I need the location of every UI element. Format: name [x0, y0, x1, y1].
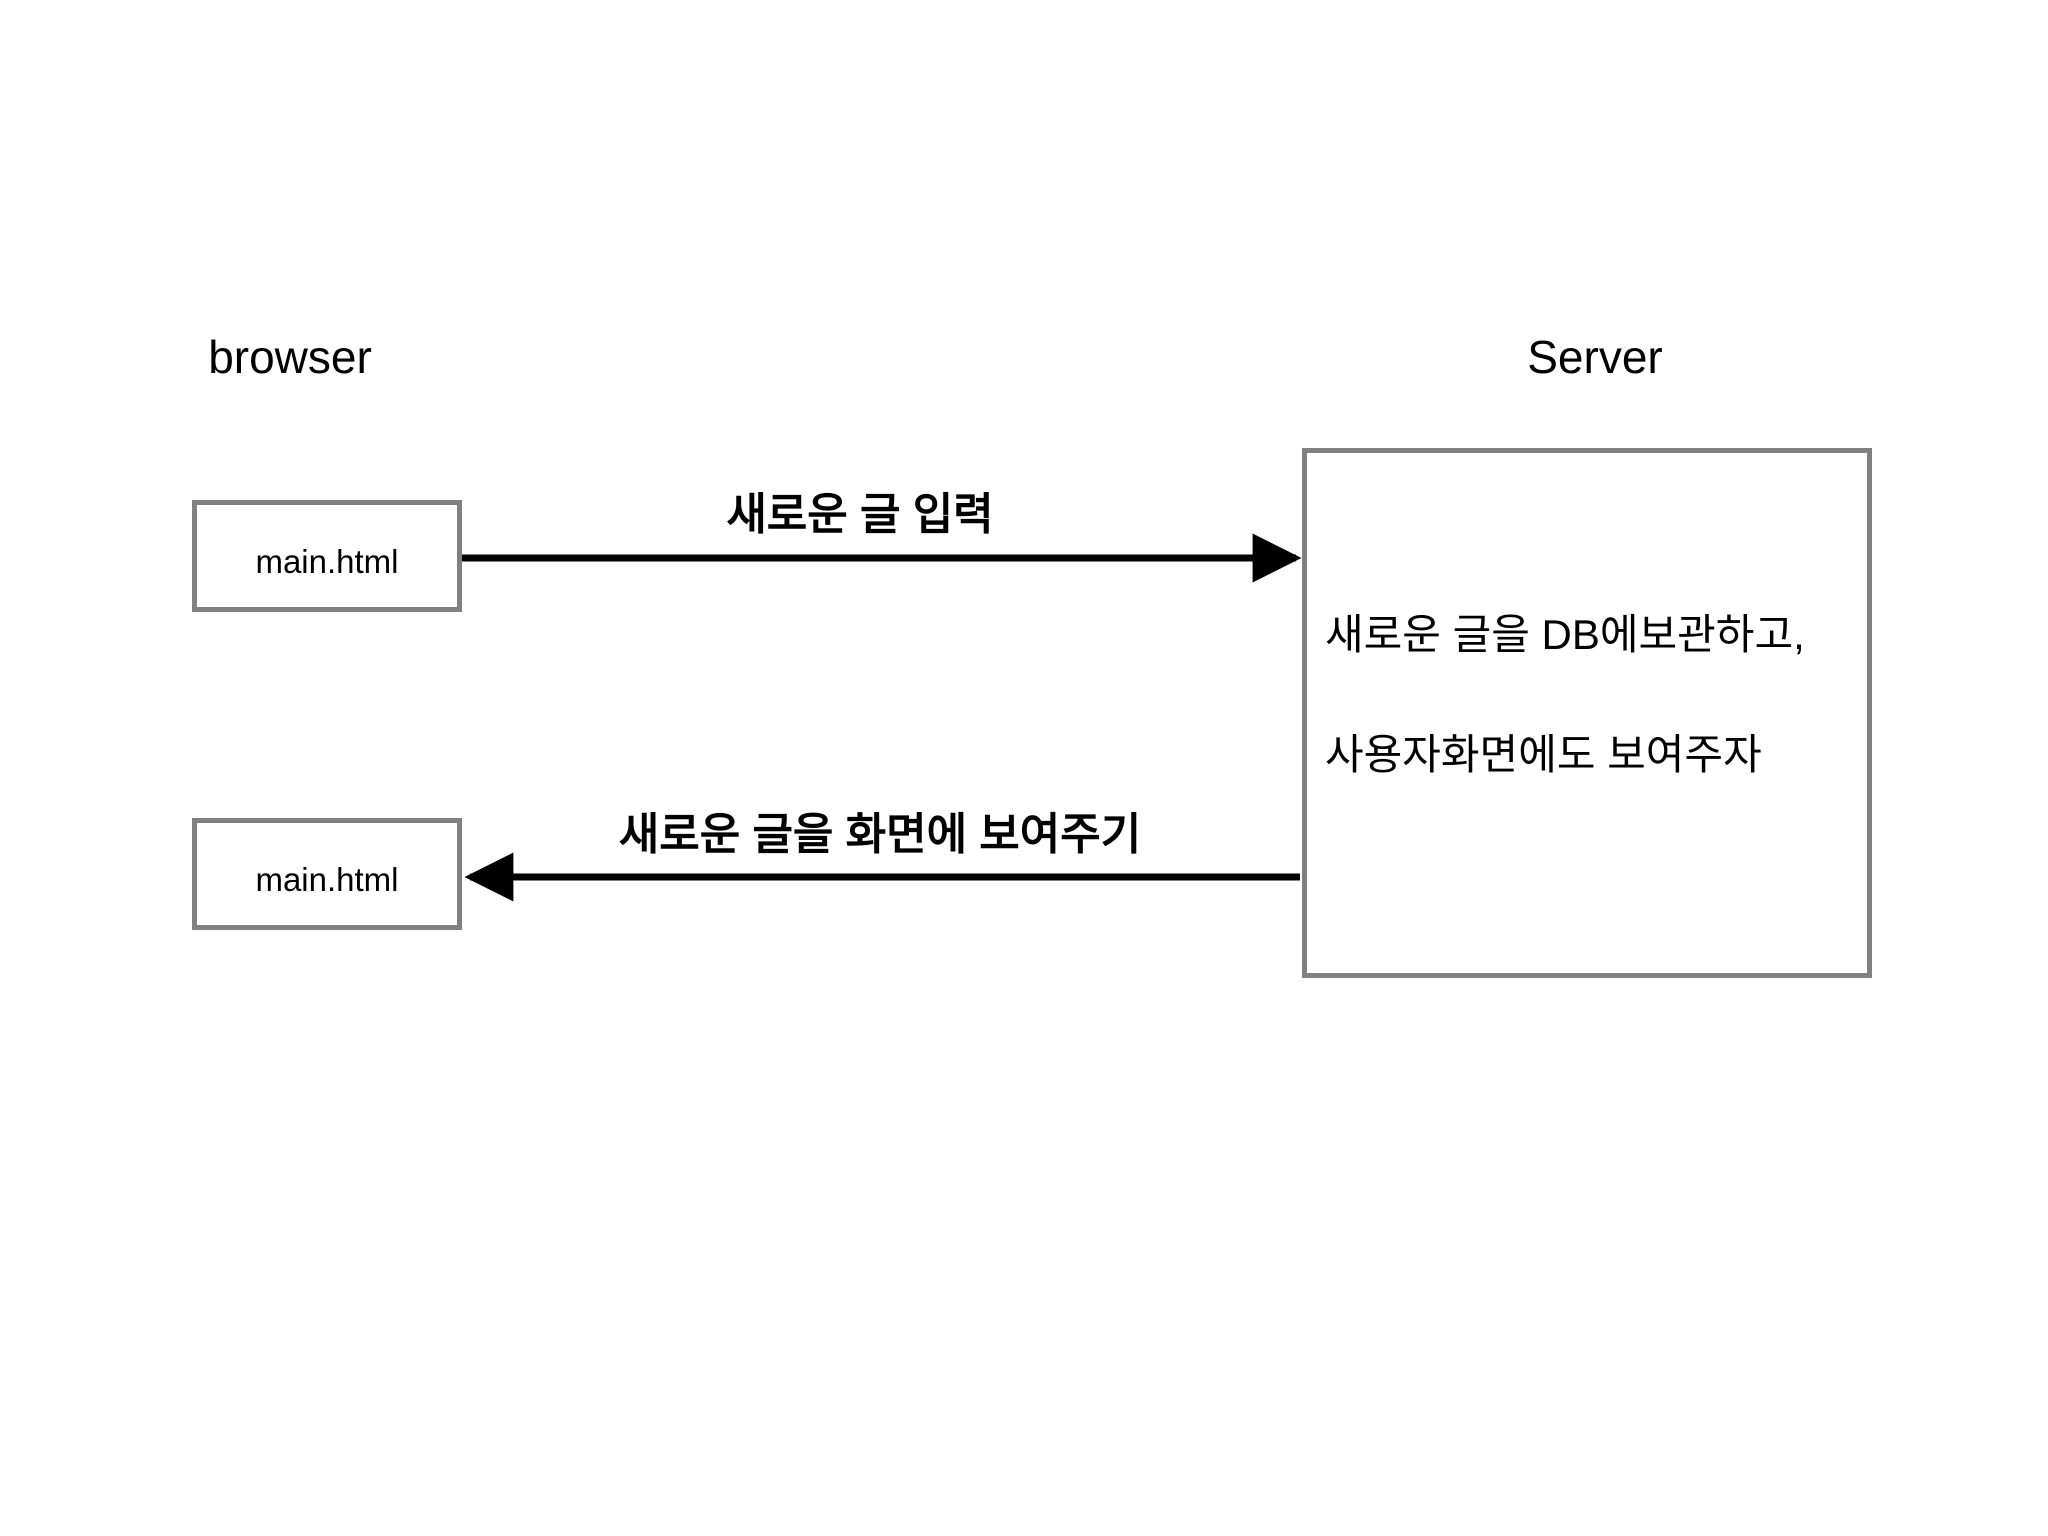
node-label-main-html-top: main.html	[255, 543, 399, 580]
column-title-browser: browser	[208, 331, 372, 383]
arrow-label-request: 새로운 글 입력	[726, 490, 994, 539]
column-title-server: Server	[1527, 331, 1663, 383]
arrow-label-response: 새로운 글을 화면에 보여주기	[618, 810, 1142, 859]
server-description-line-2: 사용자화면에도 보여주자	[1325, 731, 1762, 778]
server-description-line-1: 새로운 글을 DB에보관하고,	[1325, 611, 1805, 658]
node-label-main-html-bottom: main.html	[255, 861, 399, 898]
node-box-server: 새로운 글을 DB에보관하고, 사용자화면에도 보여주자	[1302, 448, 1872, 978]
node-box-main-html-top: main.html	[192, 500, 462, 612]
node-box-main-html-bottom: main.html	[192, 818, 462, 930]
